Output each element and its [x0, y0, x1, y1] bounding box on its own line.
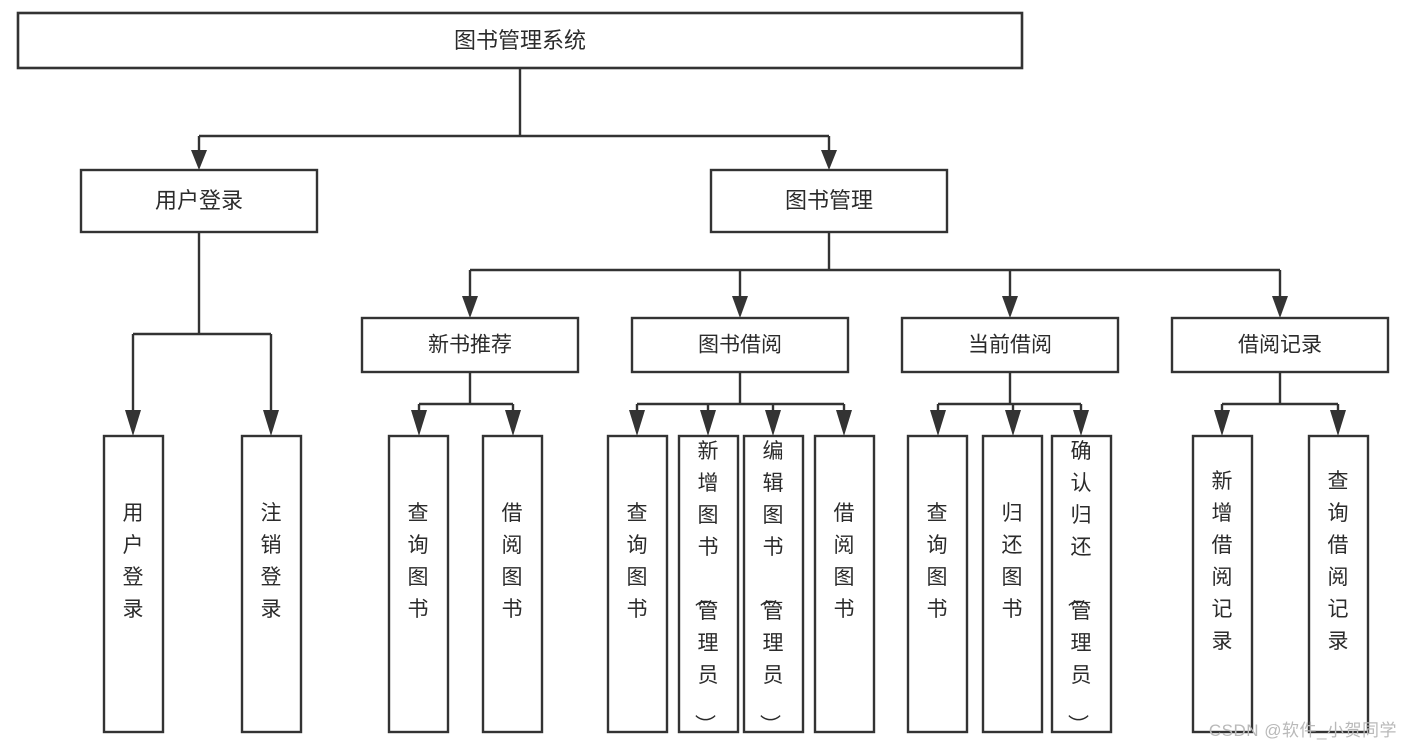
leaf-node-borrow-record-1-box[interactable] [1307, 434, 1370, 734]
leaf-node-borrow-record-0-box[interactable] [1191, 434, 1254, 734]
leaf-node-user-login-0[interactable]: 用户登录 [102, 434, 165, 734]
leaf-node-book-borrow-2-box[interactable] [742, 434, 805, 734]
connector-layer [125, 68, 1346, 436]
node-book-management-box[interactable] [709, 168, 949, 234]
node-root-label: 图书管理系统 [454, 28, 586, 53]
leaf-node-new-book-1-box[interactable] [481, 434, 544, 734]
node-book-management-label: 图书管理 [785, 188, 873, 213]
arrow-head-leaf-book-borrow-3 [836, 410, 852, 436]
leaf-node-current-borrow-0-box[interactable] [906, 434, 969, 734]
leaf-node-new-book-0-box[interactable] [387, 434, 450, 734]
node-book-borrow-box[interactable] [630, 316, 850, 374]
arrow-head-leaf-borrow-record-1 [1330, 410, 1346, 436]
arrow-head-user-login [191, 150, 207, 170]
leaf-node-new-book-0[interactable]: 查询图书 [387, 434, 450, 734]
arrow-head-leaf-borrow-record-0 [1214, 410, 1230, 436]
arrow-head-leaf-book-borrow-2 [765, 410, 781, 436]
arrow-head-book-borrow [732, 296, 748, 318]
leaf-node-book-borrow-1-label: 新增图书（管理员） [693, 440, 719, 735]
leaf-node-book-borrow-2-label: 编辑图书（管理员） [758, 440, 784, 735]
leaf-node-new-book-1[interactable]: 借阅图书 [481, 434, 544, 734]
node-borrow-record-box[interactable] [1170, 316, 1390, 374]
node-root-box[interactable] [16, 11, 1024, 70]
node-new-book-recommend-label: 新书推荐 [428, 334, 512, 357]
arrow-head-borrow-record [1272, 296, 1288, 318]
arrow-head-leaf-current-borrow-0 [930, 410, 946, 436]
node-borrow-record[interactable]: 借阅记录 [1170, 316, 1390, 374]
node-book-borrow-label: 图书借阅 [698, 334, 782, 357]
node-user-login-label: 用户登录 [155, 188, 243, 213]
leaf-node-book-borrow-0-label: 查询图书 [627, 502, 648, 621]
leaf-node-current-borrow-1-box[interactable] [981, 434, 1044, 734]
leaf-node-user-login-1[interactable]: 注销登录 [240, 434, 303, 734]
arrow-head-leaf-user-login-1 [263, 410, 279, 436]
node-current-borrow-label: 当前借阅 [968, 334, 1052, 357]
leaf-node-new-book-1-label: 借阅图书 [502, 502, 523, 621]
arrow-head-new-book [462, 296, 478, 318]
node-borrow-record-label: 借阅记录 [1238, 334, 1322, 357]
leaf-node-current-borrow-2-label: 确认归还（管理员） [1066, 440, 1092, 735]
leaf-node-borrow-record-1[interactable]: 查询借阅记录 [1307, 434, 1370, 734]
leaf-node-user-login-1-label: 注销登录 [261, 502, 282, 621]
arrow-head-current-borrow [1002, 296, 1018, 318]
leaf-node-current-borrow-1-label: 归还图书 [1002, 502, 1023, 621]
node-new-book-recommend-box[interactable] [360, 316, 580, 374]
node-book-management[interactable]: 图书管理 [709, 168, 949, 234]
leaf-node-current-borrow-0[interactable]: 查询图书 [906, 434, 969, 734]
node-root[interactable]: 图书管理系统 [16, 11, 1024, 70]
leaf-node-current-borrow-1[interactable]: 归还图书 [981, 434, 1044, 734]
leaf-node-borrow-record-0[interactable]: 新增借阅记录 [1191, 434, 1254, 734]
leaf-node-book-borrow-3-box[interactable] [813, 434, 876, 734]
leaf-node-user-login-0-label: 用户登录 [123, 502, 144, 621]
node-user-login-box[interactable] [79, 168, 319, 234]
node-book-borrow[interactable]: 图书借阅 [630, 316, 850, 374]
leaf-node-new-book-0-label: 查询图书 [408, 502, 429, 621]
arrow-head-leaf-new-book-1 [505, 410, 521, 436]
leaf-node-borrow-record-1-label: 查询借阅记录 [1328, 470, 1349, 653]
leaf-node-user-login-0-box[interactable] [102, 434, 165, 734]
node-current-borrow-box[interactable] [900, 316, 1120, 374]
leaf-node-current-borrow-0-label: 查询图书 [927, 502, 948, 621]
node-new-book-recommend[interactable]: 新书推荐 [360, 316, 580, 374]
arrow-head-leaf-user-login-0 [125, 410, 141, 436]
leaf-node-book-borrow-1-box[interactable] [677, 434, 740, 734]
leaf-node-book-borrow-0-box[interactable] [606, 434, 669, 734]
node-current-borrow[interactable]: 当前借阅 [900, 316, 1120, 374]
leaf-node-borrow-record-0-label: 新增借阅记录 [1212, 470, 1233, 653]
arrow-head-leaf-book-borrow-1 [700, 410, 716, 436]
arrow-head-leaf-current-borrow-1 [1005, 410, 1021, 436]
leaf-node-book-borrow-1[interactable]: 新增图书（管理员） [677, 434, 740, 735]
arrow-head-book-mgmt [821, 150, 837, 170]
node-user-login[interactable]: 用户登录 [79, 168, 319, 234]
leaf-node-book-borrow-2[interactable]: 编辑图书（管理员） [742, 434, 805, 735]
leaf-node-book-borrow-3-label: 借阅图书 [834, 502, 855, 621]
arrow-head-leaf-book-borrow-0 [629, 410, 645, 436]
arrow-head-leaf-new-book-0 [411, 410, 427, 436]
leaf-node-book-borrow-0[interactable]: 查询图书 [606, 434, 669, 734]
leaf-node-current-borrow-2[interactable]: 确认归还（管理员） [1050, 434, 1113, 735]
leaf-node-current-borrow-2-box[interactable] [1050, 434, 1113, 734]
leaf-node-book-borrow-3[interactable]: 借阅图书 [813, 434, 876, 734]
arrow-head-leaf-current-borrow-2 [1073, 410, 1089, 436]
leaf-node-user-login-1-box[interactable] [240, 434, 303, 734]
